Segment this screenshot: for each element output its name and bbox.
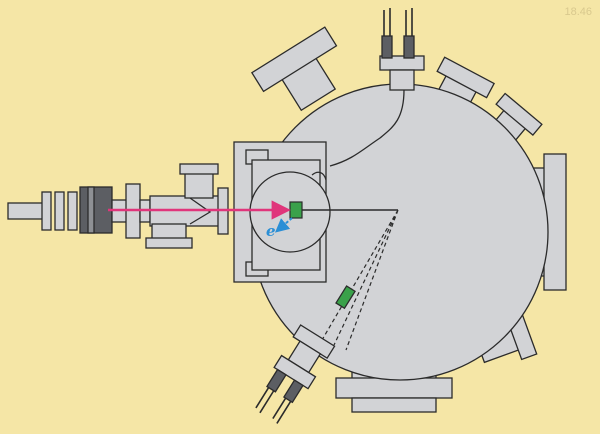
cross-up-flange: [179, 163, 219, 175]
beam-pipe-left: [7, 202, 47, 220]
analyzer-wires: [255, 387, 292, 424]
port-right-upper-flange: [495, 92, 543, 136]
cross-valve-lines: [189, 197, 212, 225]
sample-clip: [311, 171, 327, 181]
beamline: [7, 163, 229, 249]
analyzer-connector-1: [266, 368, 287, 393]
corner-label: 18.46: [564, 6, 592, 18]
analyzer-flange-2: [273, 354, 317, 390]
top-connector-2: [403, 35, 415, 59]
port-bottom-neck: [351, 397, 437, 413]
electron-arrow-icon: [274, 217, 293, 233]
collimator-block: [79, 186, 113, 234]
sample-assembly: e: [108, 171, 398, 240]
flange-3: [67, 191, 78, 231]
top-wires: [383, 8, 413, 36]
sample: [289, 201, 303, 219]
top-connector-1: [381, 35, 393, 59]
flange-2: [54, 191, 65, 231]
flange-1: [41, 191, 52, 231]
cross-down-flange: [145, 237, 193, 249]
top-feedthrough-neck: [389, 69, 415, 91]
analyzer: [255, 209, 399, 424]
main-chamber: [233, 26, 567, 413]
electron-label: e: [266, 222, 276, 240]
port-bottom-flange: [335, 377, 453, 399]
port-upper-left-flange: [250, 26, 338, 93]
analyzer-connector-2: [282, 379, 304, 404]
port-top-right-flange: [436, 56, 495, 99]
analyzer-lens: [335, 285, 356, 310]
top-feedthrough: [329, 8, 425, 167]
top-lead-wire: [329, 89, 405, 167]
collimator-stripe: [87, 186, 95, 234]
analyzer-sight-lines: [321, 209, 399, 351]
